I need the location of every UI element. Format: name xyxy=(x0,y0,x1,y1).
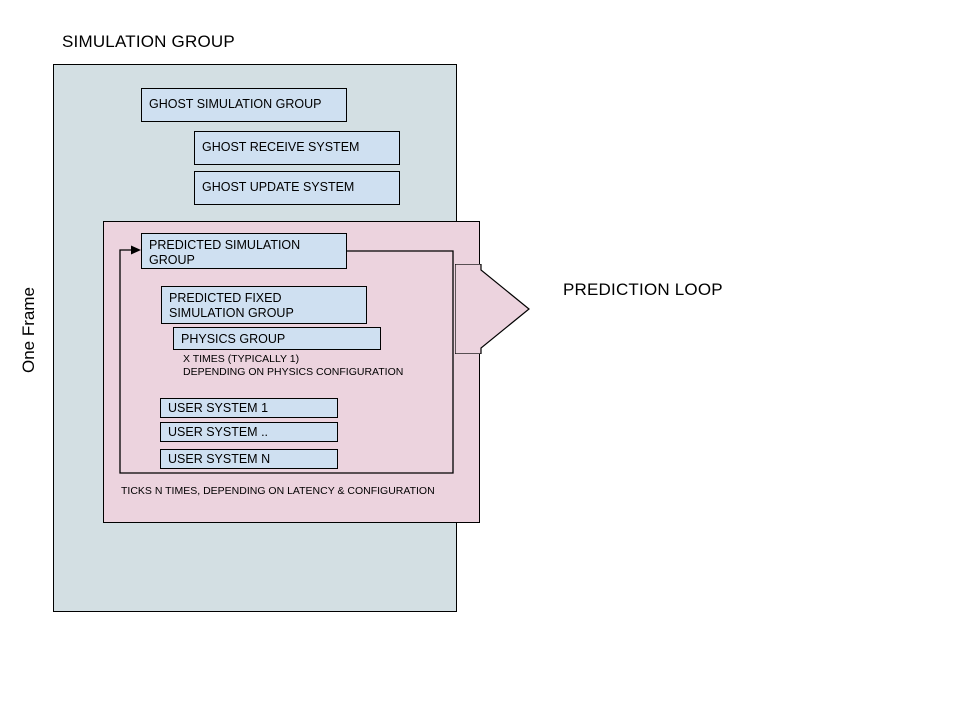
node-ghost-receive-system[interactable]: GHOST RECEIVE SYSTEM xyxy=(194,131,400,165)
node-physics-group[interactable]: PHYSICS GROUP xyxy=(173,327,381,350)
node-user-system-n[interactable]: USER SYSTEM N xyxy=(160,449,338,469)
node-user-system-dotdot[interactable]: USER SYSTEM .. xyxy=(160,422,338,442)
prediction-loop-title: PREDICTION LOOP xyxy=(563,280,723,299)
node-ghost-update-system[interactable]: GHOST UPDATE SYSTEM xyxy=(194,171,400,205)
node-ghost-simulation-group[interactable]: GHOST SIMULATION GROUP xyxy=(141,88,347,122)
node-user-system-1[interactable]: USER SYSTEM 1 xyxy=(160,398,338,418)
one-frame-label: One Frame xyxy=(19,287,38,373)
node-predicted-simulation-group[interactable]: PREDICTED SIMULATION GROUP xyxy=(141,233,347,269)
ticks-latency-note: TICKS N TIMES, DEPENDING ON LATENCY & CO… xyxy=(121,485,435,497)
node-predicted-fixed-simulation-group[interactable]: PREDICTED FIXED SIMULATION GROUP xyxy=(161,286,367,324)
callout-seam xyxy=(456,266,480,352)
simulation-group-title: SIMULATION GROUP xyxy=(62,32,235,51)
physics-configuration-note: X TIMES (TYPICALLY 1) DEPENDING ON PHYSI… xyxy=(183,353,404,378)
